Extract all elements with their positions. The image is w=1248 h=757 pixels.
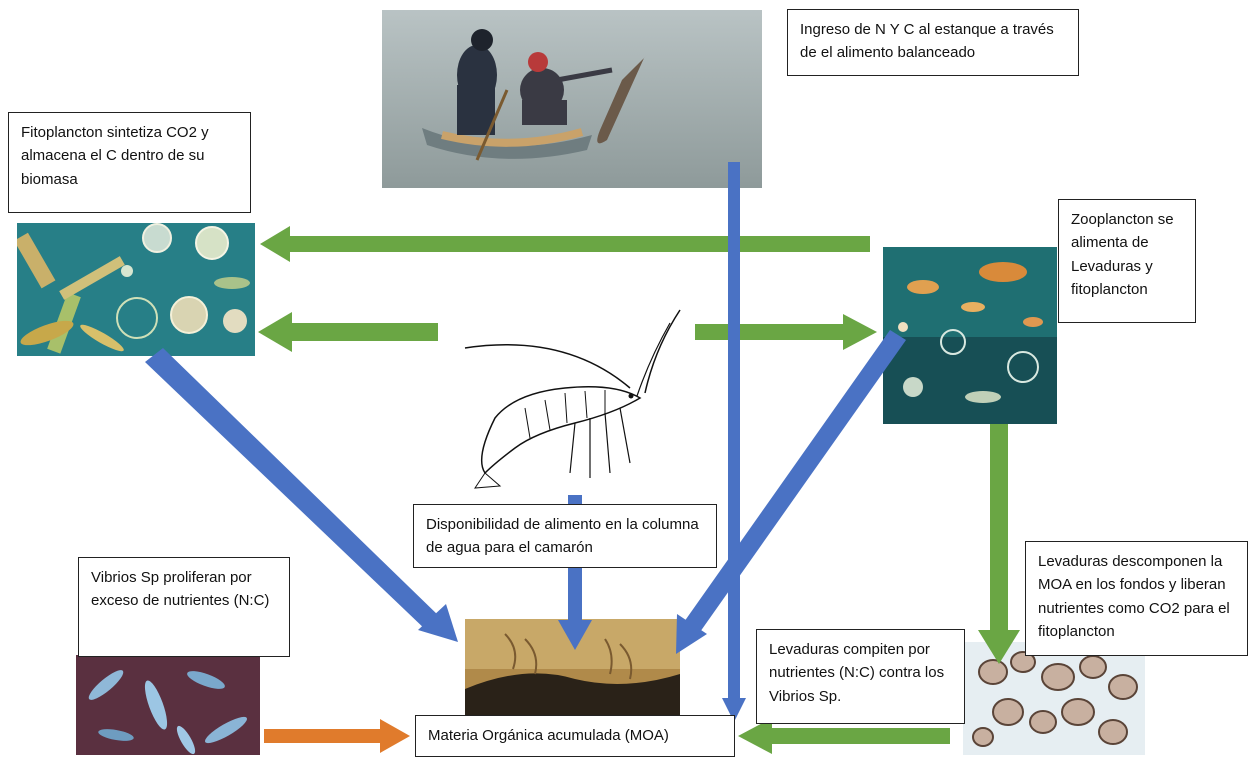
arrow-zooplankton-to-phytoplankton	[260, 226, 870, 262]
label-fitoplancton: Fitoplancton sintetiza CO2 y almacena el…	[8, 112, 251, 213]
label-ingreso: Ingreso de N Y C al estanque a través de…	[787, 9, 1079, 76]
label-zooplancton: Zooplancton se alimenta de Levaduras y f…	[1058, 199, 1196, 323]
arrow-shrimp-to-zooplankton	[695, 314, 877, 350]
label-levaduras-descomponen: Levaduras descomponen la MOA en los fond…	[1025, 541, 1248, 656]
arrow-shrimp-to-phytoplankton	[258, 312, 438, 352]
label-moa: Materia Orgánica acumulada (MOA)	[415, 715, 735, 757]
arrow-vibrios-to-moa	[264, 719, 410, 753]
arrow-zooplankton-to-moa	[676, 330, 906, 654]
label-levaduras-compiten: Levaduras compiten por nutrientes (N:C) …	[756, 629, 965, 724]
arrow-zooplankton-to-yeast	[978, 424, 1020, 664]
label-disponibilidad: Disponibilidad de alimento en la columna…	[413, 504, 717, 568]
label-vibrios: Vibrios Sp proliferan por exceso de nutr…	[78, 557, 290, 657]
